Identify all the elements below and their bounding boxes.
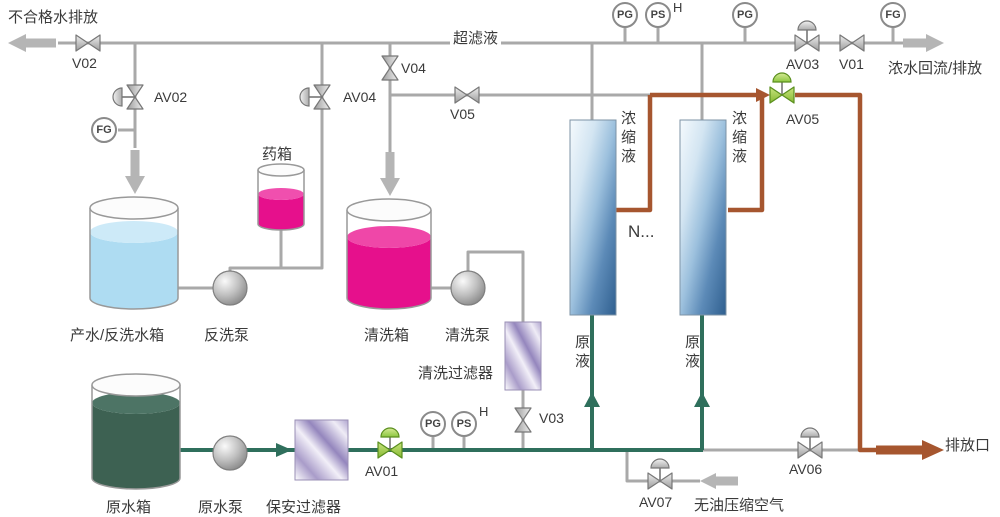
valve-v01-icon bbox=[839, 34, 865, 52]
flow-arrow-return-head bbox=[926, 34, 944, 52]
valve-av02-icon bbox=[112, 84, 144, 110]
valve-av07-icon bbox=[647, 458, 673, 490]
flow-arrow-riser-2 bbox=[694, 392, 710, 407]
membrane-module-1 bbox=[569, 119, 617, 316]
label-valve-v04: V04 bbox=[401, 60, 426, 76]
label-security-filter: 保安过滤器 bbox=[266, 499, 342, 516]
label-valve-v05: V05 bbox=[450, 106, 475, 122]
label-concentrate-b: 浓缩液 bbox=[731, 110, 747, 165]
flow-arrow-tank3-head bbox=[380, 178, 400, 196]
flow-gauge-left: FG bbox=[91, 117, 117, 143]
label-valve-v01: V01 bbox=[839, 56, 864, 72]
pipe-concentrate bbox=[616, 92, 880, 453]
pipe-permeate-risers bbox=[590, 43, 704, 120]
label-discharge-outlet: 排放口 bbox=[945, 437, 991, 454]
flow-gauge-right-label: FG bbox=[885, 9, 901, 21]
raw-water-tank bbox=[91, 373, 181, 490]
pressure-switch-top-label: PS bbox=[650, 9, 666, 21]
flow-arrow-concentrate bbox=[756, 88, 770, 102]
label-valve-av01: AV01 bbox=[365, 463, 399, 479]
valve-v05-icon bbox=[454, 86, 480, 104]
label-valve-av06: AV06 bbox=[789, 461, 823, 477]
cleaning-filter bbox=[504, 321, 542, 391]
label-cleaning-pump: 清洗泵 bbox=[445, 327, 491, 344]
label-feed-b: 原液 bbox=[684, 334, 700, 370]
label-raw-water-tank: 原水箱 bbox=[106, 499, 152, 516]
valve-av06-icon bbox=[797, 427, 823, 459]
flow-arrow-reject-head bbox=[8, 34, 26, 52]
flow-gauge-left-label: FG bbox=[96, 124, 112, 136]
pressure-gauge-top-a-label: PG bbox=[617, 9, 633, 21]
valve-av05-icon bbox=[769, 72, 795, 104]
pressure-switch-feed: PS bbox=[451, 411, 477, 437]
label-valve-av07: AV07 bbox=[639, 494, 673, 510]
label-valve-v02: V02 bbox=[72, 55, 97, 71]
chemical-tank bbox=[257, 163, 305, 231]
label-concentrate-a: 浓缩液 bbox=[620, 110, 636, 165]
label-valve-av02: AV02 bbox=[154, 89, 188, 105]
pressure-switch-top-h: H bbox=[673, 0, 683, 15]
label-valve-av03: AV03 bbox=[786, 56, 820, 72]
cleaning-pump-icon bbox=[450, 270, 486, 306]
label-raw-water-pump: 原水泵 bbox=[198, 499, 244, 516]
raw-water-pump-icon bbox=[212, 435, 248, 471]
valve-av03-icon bbox=[794, 20, 820, 52]
label-membrane-more: N... bbox=[628, 222, 655, 241]
flow-arrow-feed-filter bbox=[276, 443, 292, 457]
pipe-gauge-stems bbox=[431, 28, 895, 450]
security-filter bbox=[294, 419, 349, 481]
label-product-backwash-tank: 产水/反洗水箱 bbox=[70, 327, 165, 344]
label-ultrafiltrate: 超滤液 bbox=[450, 27, 502, 48]
flow-arrow-air-head bbox=[700, 473, 716, 489]
flow-gauge-right: FG bbox=[880, 2, 906, 28]
label-valve-av04: AV04 bbox=[343, 89, 377, 105]
label-feed-a: 原液 bbox=[574, 334, 590, 370]
valve-v04-icon bbox=[381, 55, 399, 81]
backwash-pump-icon bbox=[212, 270, 248, 306]
label-unqualified-discharge: 不合格水排放 bbox=[8, 9, 99, 26]
label-valve-av05: AV05 bbox=[786, 111, 820, 127]
label-cleaning-filter: 清洗过滤器 bbox=[418, 365, 494, 382]
pipe-air-line bbox=[625, 450, 700, 483]
valve-av01-icon bbox=[377, 427, 403, 459]
product-backwash-tank bbox=[89, 196, 179, 310]
flow-arrow-tank1-head bbox=[125, 176, 145, 194]
membrane-module-2 bbox=[679, 119, 727, 316]
label-chemical-tank: 药箱 bbox=[262, 146, 293, 163]
label-backwash-pump: 反洗泵 bbox=[204, 327, 250, 344]
label-cleaning-tank: 清洗箱 bbox=[364, 327, 410, 344]
pressure-gauge-top-b: PG bbox=[732, 2, 758, 28]
pipe-feed-green bbox=[180, 315, 704, 452]
label-oil-free-air: 无油压缩空气 bbox=[694, 497, 785, 514]
flow-arrow-riser-1 bbox=[584, 392, 600, 407]
pressure-gauge-top-b-label: PG bbox=[737, 9, 753, 21]
flow-arrow-discharge bbox=[922, 440, 944, 460]
valve-av04-icon bbox=[299, 84, 331, 110]
pressure-switch-feed-label: PS bbox=[456, 418, 472, 430]
pressure-switch-feed-h: H bbox=[479, 404, 489, 419]
label-concentrate-return: 浓水回流/排放 bbox=[888, 60, 983, 77]
pressure-gauge-top-a: PG bbox=[612, 2, 638, 28]
valve-v03-icon bbox=[514, 407, 532, 433]
label-valve-v03: V03 bbox=[539, 410, 564, 426]
pressure-gauge-feed-label: PG bbox=[425, 418, 441, 430]
pipe-cip-pump-line bbox=[431, 250, 525, 322]
pressure-gauge-feed: PG bbox=[420, 411, 446, 437]
valve-v02-icon bbox=[75, 34, 101, 52]
cleaning-tank bbox=[346, 198, 432, 310]
pressure-switch-top: PS bbox=[645, 2, 671, 28]
